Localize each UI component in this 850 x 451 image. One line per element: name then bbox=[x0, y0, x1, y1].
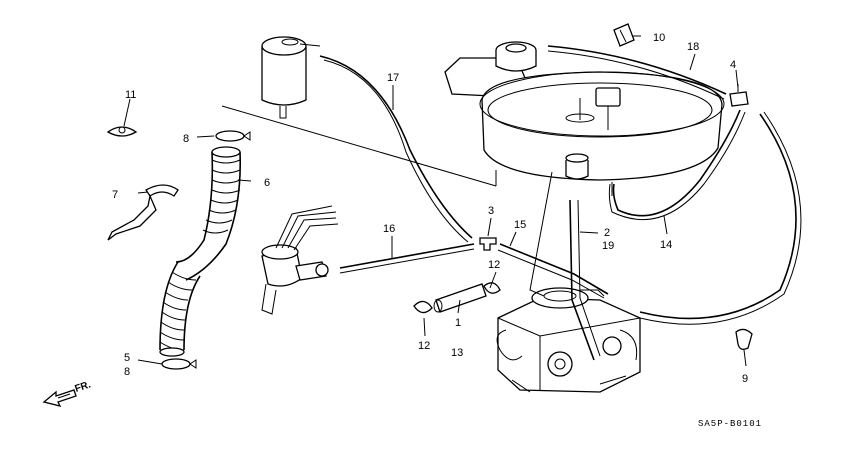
air-intake-duct bbox=[159, 146, 242, 357]
callout-7: 7 bbox=[112, 189, 118, 201]
callout-18: 18 bbox=[687, 41, 699, 53]
callout-6: 6 bbox=[264, 177, 270, 189]
part-callouts: 11 8 6 7 5 8 17 16 3 15 2 19 12 1 12 13 … bbox=[112, 32, 748, 385]
clip-9 bbox=[735, 328, 753, 350]
o-ring-lower bbox=[161, 358, 191, 370]
callout-17: 17 bbox=[387, 72, 399, 84]
carburetor bbox=[496, 287, 641, 393]
leader-lines bbox=[123, 35, 747, 367]
diagram-code: SA5P-B0101 bbox=[698, 419, 762, 429]
hoses bbox=[319, 45, 802, 361]
callout-15: 15 bbox=[514, 219, 526, 231]
callout-16: 16 bbox=[383, 223, 395, 235]
clip-10 bbox=[613, 23, 635, 47]
callout-1: 1 bbox=[455, 317, 461, 329]
hose-joint-4 bbox=[729, 84, 749, 107]
duct-bracket bbox=[107, 184, 179, 241]
hose-clamp-12 bbox=[413, 282, 501, 314]
short-hose bbox=[433, 283, 487, 313]
callout-19: 19 bbox=[602, 240, 614, 252]
callout-13: 13 bbox=[451, 347, 463, 359]
o-ring-upper bbox=[215, 130, 245, 142]
hose-clamp-11 bbox=[106, 126, 138, 137]
front-label: FR. bbox=[74, 379, 93, 395]
front-direction-indicator: FR. bbox=[42, 379, 93, 407]
air-cleaner-assembly bbox=[444, 41, 725, 196]
callout-4: 4 bbox=[730, 59, 736, 71]
solenoid-valve bbox=[261, 205, 339, 315]
callout-5: 5 bbox=[124, 352, 130, 364]
callout-8-lower: 8 bbox=[124, 366, 130, 378]
arrow-left-icon bbox=[42, 389, 77, 407]
callout-9: 9 bbox=[742, 373, 748, 385]
callout-8-upper: 8 bbox=[183, 133, 189, 145]
callout-12-lower: 12 bbox=[418, 340, 430, 352]
callout-14: 14 bbox=[660, 239, 672, 251]
callout-11: 11 bbox=[125, 89, 136, 101]
callout-10: 10 bbox=[653, 32, 665, 44]
charcoal-canister bbox=[261, 36, 321, 119]
reference-lines bbox=[221, 105, 553, 297]
callout-3: 3 bbox=[488, 205, 494, 217]
callout-2: 2 bbox=[604, 227, 610, 239]
callout-12-upper: 12 bbox=[488, 259, 500, 271]
t-joint bbox=[479, 237, 497, 251]
